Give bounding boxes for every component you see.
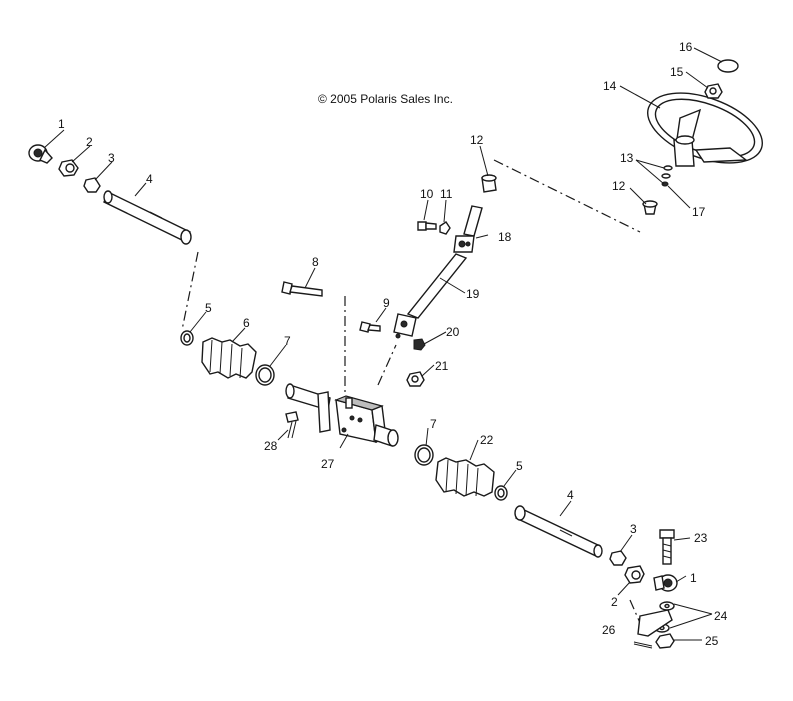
leader-lines	[43, 47, 723, 641]
callout-16: 16	[679, 40, 693, 54]
bushing-12-upper	[481, 174, 497, 193]
right-jam-nut-2	[624, 565, 645, 584]
callout-8: 8	[312, 255, 319, 269]
left-tie-rod-end	[28, 144, 53, 164]
callout-3-right: 3	[630, 522, 637, 536]
bolt-10	[417, 221, 437, 231]
left-jam-nut-2	[58, 159, 79, 177]
bushing-12-lower	[642, 200, 658, 215]
callout-7-left: 7	[284, 334, 291, 348]
upper-shaft-18	[453, 205, 483, 253]
cap-16	[717, 59, 739, 73]
callout-21: 21	[435, 359, 449, 373]
callout-12-upper: 12	[470, 133, 484, 147]
left-boot-6	[201, 337, 257, 379]
callout-7-right: 7	[430, 417, 437, 431]
callout-15: 15	[670, 65, 684, 79]
callout-14: 14	[603, 79, 617, 93]
callout-2-left: 2	[86, 135, 93, 149]
right-inner-tie-rod-4	[514, 505, 603, 558]
copyright-notice: © 2005 Polaris Sales Inc.	[318, 92, 453, 106]
callout-28: 28	[264, 439, 278, 453]
callout-6: 6	[243, 316, 250, 330]
bracket-plate	[637, 609, 673, 637]
callout-25: 25	[705, 634, 719, 648]
right-tie-rod-end-1	[653, 574, 678, 592]
callout-27: 27	[321, 457, 335, 471]
nut-25	[655, 633, 675, 649]
nut-21	[406, 371, 425, 387]
callout-19: 19	[466, 287, 480, 301]
callout-12-lower: 12	[612, 179, 626, 193]
callout-5-right: 5	[516, 459, 523, 473]
right-clamp-5	[494, 485, 508, 501]
right-clamp-7	[414, 444, 434, 466]
nut-15	[704, 83, 723, 99]
callout-17: 17	[692, 205, 706, 219]
callout-1-right: 1	[690, 571, 697, 585]
callout-23: 23	[694, 531, 708, 545]
right-jam-nut-3	[609, 550, 627, 566]
steering-rack-27	[285, 383, 399, 447]
left-clamp-7	[255, 364, 275, 386]
callout-9: 9	[383, 296, 390, 310]
callout-20: 20	[446, 325, 460, 339]
callout-11: 11	[440, 187, 453, 201]
callout-labels: 1 2 3 4 5 6 7 8 9 10 11 12 12 13 14 15 1…	[58, 40, 728, 648]
callout-1-left: 1	[58, 117, 65, 131]
nut-11	[439, 221, 451, 235]
left-inner-tie-rod-4	[103, 190, 192, 245]
callout-5-left: 5	[205, 301, 212, 315]
callout-26: 26	[602, 623, 616, 637]
bolt-8	[281, 281, 323, 297]
cotter-pin-26	[633, 641, 653, 649]
callout-18: 18	[498, 230, 512, 244]
callout-2-right: 2	[611, 595, 618, 609]
left-jam-nut-3	[83, 177, 101, 193]
callout-4-right: 4	[567, 488, 574, 502]
intermediate-shaft-19	[393, 253, 468, 339]
callout-4-left: 4	[146, 172, 153, 186]
centerlines	[181, 159, 645, 633]
bolt-23	[659, 529, 675, 565]
callout-13: 13	[620, 151, 634, 165]
steering-wheel-14	[646, 92, 764, 167]
callout-3-left: 3	[108, 151, 115, 165]
callout-10: 10	[420, 187, 434, 201]
bolt-9	[359, 321, 381, 333]
left-clamp-5	[180, 330, 194, 346]
nut-20	[413, 338, 426, 351]
right-boot-22	[435, 457, 495, 497]
bolt-28	[285, 411, 299, 439]
callout-22: 22	[480, 433, 494, 447]
callout-24: 24	[714, 609, 728, 623]
